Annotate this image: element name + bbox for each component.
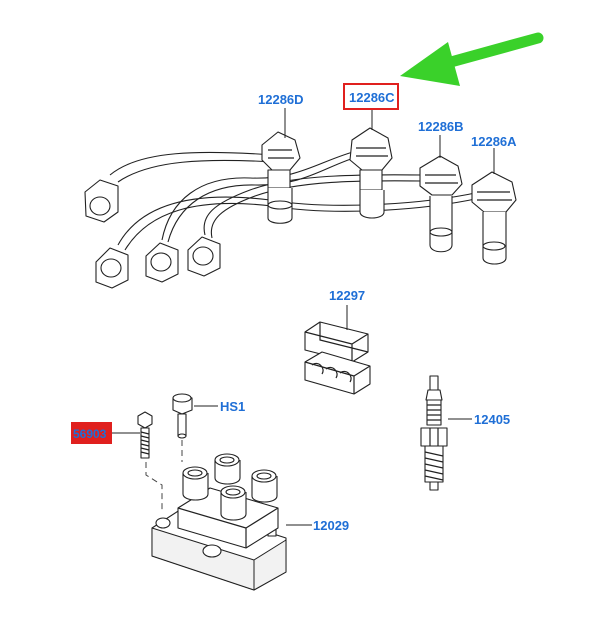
label-12405[interactable]: 12405: [474, 412, 510, 427]
coil-tower-2: [251, 469, 278, 503]
coil-tower-1: [214, 453, 241, 485]
bolt-hs1[interactable]: [172, 393, 193, 439]
coil-connector-2: [95, 247, 129, 289]
label-hs1[interactable]: HS1: [220, 399, 245, 414]
coil-connector-3: [145, 242, 179, 283]
plug-boot-12286a[interactable]: [471, 171, 517, 265]
label-12286b[interactable]: 12286B: [418, 119, 464, 134]
coil-connector-1: [84, 179, 119, 223]
highlight-box: [343, 83, 399, 110]
label-56903[interactable]: 56903: [73, 427, 107, 441]
green-arrow-icon: [400, 32, 544, 86]
plug-boot-12286d[interactable]: [261, 131, 301, 224]
coil-connector-4: [187, 236, 221, 277]
label-12029[interactable]: 12029: [313, 518, 349, 533]
label-12286a[interactable]: 12286A: [471, 134, 517, 149]
label-12286c[interactable]: 12286C: [349, 90, 395, 105]
spark-plug-12405[interactable]: [420, 375, 448, 491]
coil-tower-4: [220, 485, 247, 521]
highlight-fill-56903: [71, 422, 112, 444]
wire-clip-12297[interactable]: [304, 321, 371, 395]
label-12286d[interactable]: 12286D: [258, 92, 304, 107]
ignition-coil-12029[interactable]: [151, 453, 287, 591]
coil-tower-3: [182, 466, 209, 501]
plug-boot-12286c[interactable]: [349, 127, 393, 219]
ignition-wire-set: [84, 127, 517, 289]
screw-56903[interactable]: [137, 411, 153, 459]
label-12297[interactable]: 12297: [329, 288, 365, 303]
plug-boot-12286b[interactable]: [419, 155, 463, 253]
